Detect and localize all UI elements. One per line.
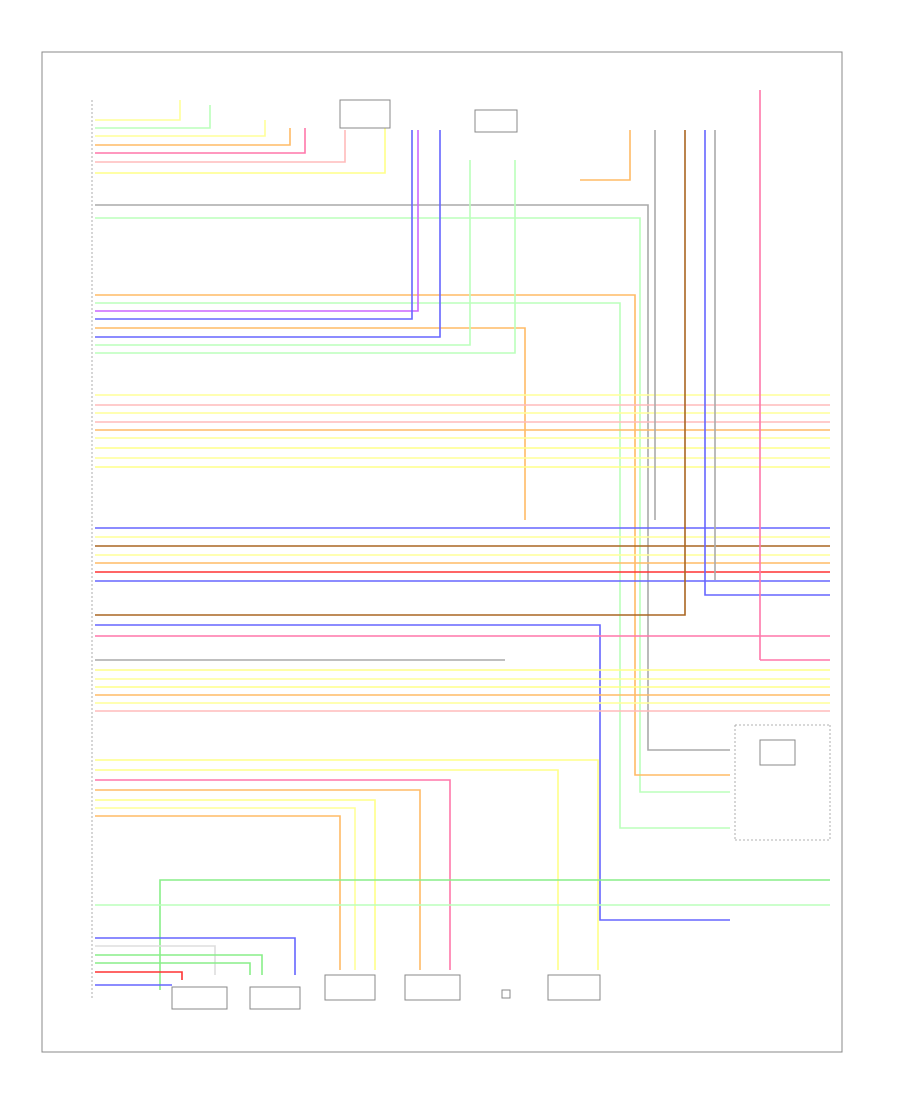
wire-right-v-2 xyxy=(704,130,830,596)
wire-blu-low xyxy=(95,937,296,975)
sensor-box-2 xyxy=(404,974,461,1001)
wire-top-3 xyxy=(95,120,266,137)
connector-group xyxy=(91,99,831,1010)
wire-blu-2 xyxy=(95,130,441,338)
sensor-connector-1 xyxy=(339,99,391,129)
wire-ltgrn-relay xyxy=(95,217,730,793)
wire-right-orn xyxy=(580,130,631,181)
wire-grey-relay xyxy=(95,204,730,751)
wire-top-6 xyxy=(95,130,346,163)
wire-top-5 xyxy=(95,128,306,154)
wire-group xyxy=(95,90,830,990)
wire-low-6 xyxy=(95,807,356,970)
wire-wht-low xyxy=(95,945,216,975)
wire-ltgrn-2 xyxy=(95,160,471,346)
wire-vio xyxy=(95,130,419,312)
wire-grn-low xyxy=(95,954,263,975)
wire-orn-relay xyxy=(95,294,730,776)
wire-top-1 xyxy=(95,100,181,121)
wire-ltgrn-relay-2 xyxy=(95,302,730,829)
sensor-box-1 xyxy=(324,974,376,1001)
wire-orn-2 xyxy=(95,327,526,520)
wire-grn-long xyxy=(159,879,830,990)
ground-point xyxy=(501,989,511,999)
wire-top-7 xyxy=(95,128,386,174)
wire-low-7 xyxy=(95,815,341,970)
wire-top-2 xyxy=(95,105,211,129)
wire-low-1 xyxy=(95,759,599,970)
wire-blu xyxy=(95,130,413,320)
wire-red-low xyxy=(95,971,183,980)
sensor-box-5 xyxy=(249,986,301,1010)
wire-ltgrn-3 xyxy=(95,160,516,354)
diagram-frame xyxy=(41,51,843,1053)
relay-box xyxy=(759,739,796,766)
wire-low-5 xyxy=(95,799,376,970)
sensor-box-4 xyxy=(171,986,228,1010)
sensor-connector-2 xyxy=(474,109,518,133)
wire-low-2 xyxy=(95,769,559,970)
wire-grn-low-2 xyxy=(95,962,251,975)
wire-top-4 xyxy=(95,128,291,146)
wire-low-4 xyxy=(95,789,421,970)
wire-low-3 xyxy=(95,779,451,970)
wire-brn-vertical xyxy=(95,130,686,616)
sensor-box-3 xyxy=(547,974,601,1001)
wire-blu-ground xyxy=(95,624,730,921)
